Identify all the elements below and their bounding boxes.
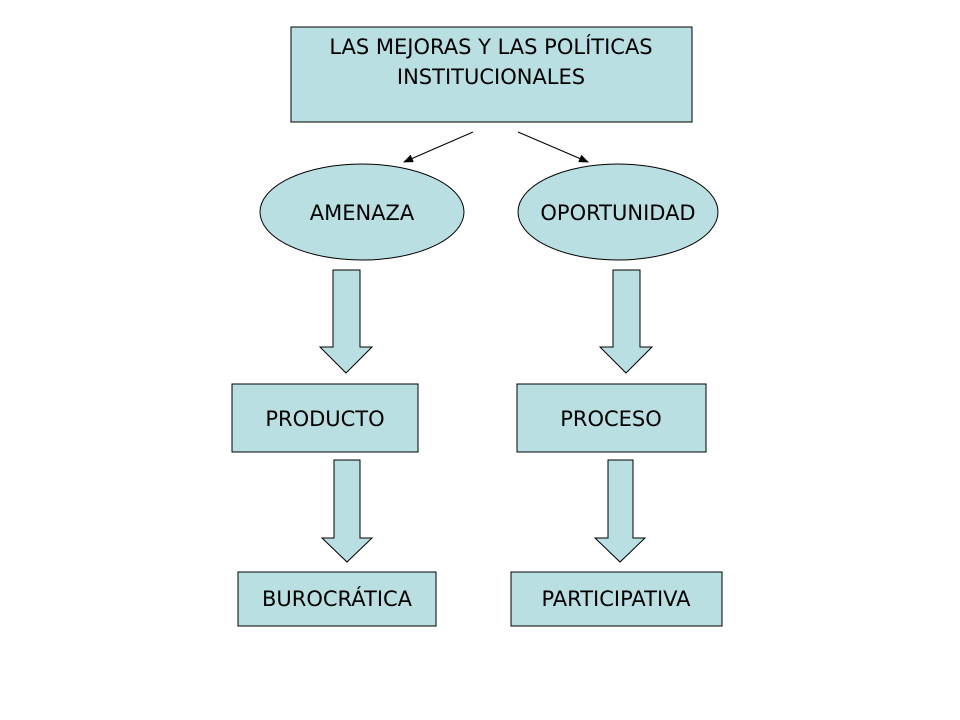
title-line-1: LAS MEJORAS Y LAS POLÍTICAS [329,34,652,59]
block-arrow-right-1 [598,269,654,374]
block-arrow-left-1 [318,269,374,374]
amenaza-ellipse [259,163,465,261]
participativa-label: PARTICIPATIVA [541,587,691,611]
oportunidad-ellipse [517,163,719,261]
producto-box [231,383,419,453]
participativa-box [510,571,723,627]
producto-label: PRODUCTO [265,407,384,431]
proceso-box [516,383,707,453]
arrow-to-amenaza [403,131,474,163]
proceso-label: PROCESO [560,407,662,431]
title-line-2: INSTITUCIONALES [397,65,585,89]
arrow-to-oportunidad [517,131,589,163]
block-arrow-right-2 [593,459,647,563]
block-arrow-left-2 [320,459,374,563]
title-box [290,26,693,123]
burocratica-box [237,571,437,627]
burocratica-label: BUROCRÁTICA [262,586,413,611]
amenaza-label: AMENAZA [310,201,415,225]
oportunidad-label: OPORTUNIDAD [540,201,695,225]
